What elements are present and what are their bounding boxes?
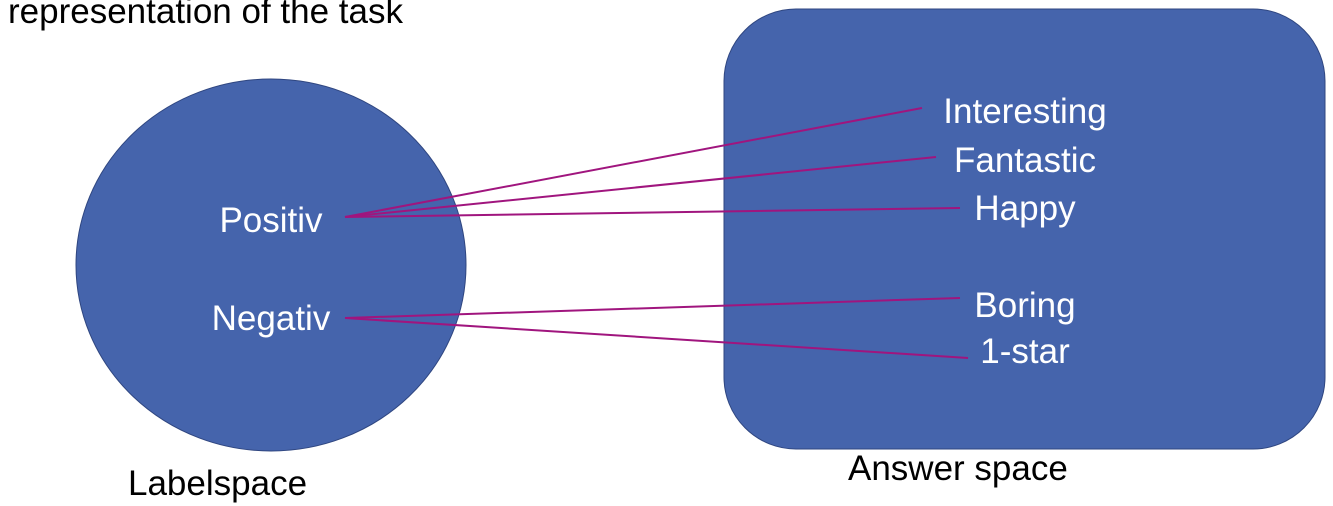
connector-positiv-happy — [344, 207, 961, 218]
header-text: representation of the task — [8, 0, 403, 31]
label-space-caption: Labelspace — [128, 464, 308, 503]
answer-word-boring: Boring — [974, 286, 1075, 325]
connector-positiv-fantastic — [344, 156, 937, 218]
answer-space-caption: Answer space — [848, 449, 1068, 488]
answer-word-fantastic: Fantastic — [954, 141, 1096, 180]
label-space-circle — [75, 78, 467, 452]
connector-positiv-interesting — [344, 107, 923, 218]
answer-word-happy: Happy — [974, 189, 1076, 228]
answer-word-1star: 1-star — [980, 332, 1070, 371]
connector-negativ-boring — [344, 297, 961, 319]
label-negativ: Negativ — [212, 299, 331, 338]
connector-negativ-1star — [344, 317, 969, 359]
connector-lines — [344, 107, 969, 359]
answer-word-interesting: Interesting — [943, 92, 1106, 131]
label-positiv: Positiv — [219, 201, 323, 240]
answer-space-box — [723, 8, 1326, 450]
